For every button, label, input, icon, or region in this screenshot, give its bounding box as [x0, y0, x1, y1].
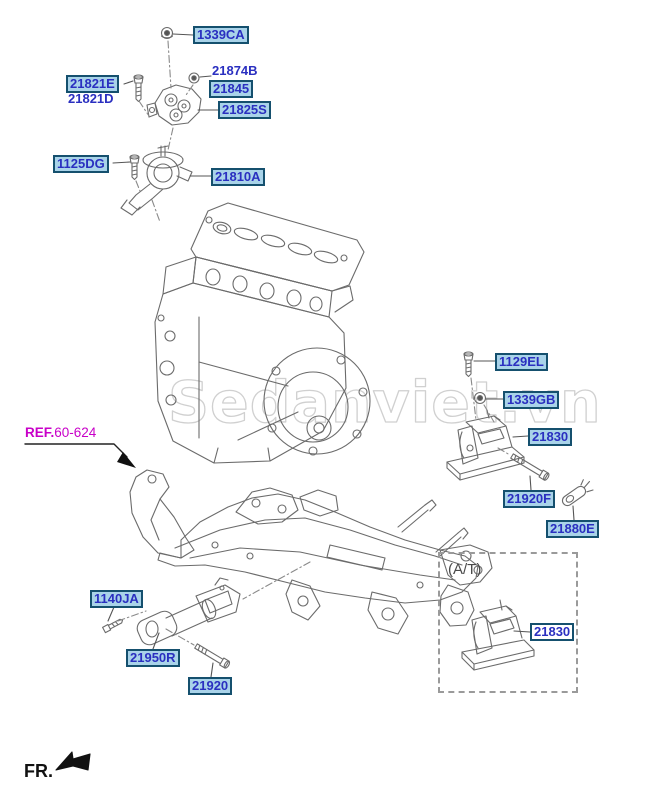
fr-indicator-label: FR. [24, 761, 53, 781]
part-label-21950R[interactable]: 21950R [126, 649, 180, 667]
bolt-illustration-21821E [133, 74, 144, 103]
part-label-1339GB[interactable]: 1339GB [503, 391, 560, 409]
part-label-21810A[interactable]: 21810A [211, 168, 265, 186]
part-label-21920F[interactable]: 21920F [503, 490, 556, 508]
part-label-21880E[interactable]: 21880E [546, 520, 599, 538]
bolt-illustration-21920F [510, 453, 550, 481]
leader-lines [107, 33, 575, 678]
transmission-mount-illustration-21830 [446, 409, 525, 481]
bracket-illustration-21825S [146, 84, 202, 126]
part-label-1129EL[interactable]: 1129EL [495, 353, 548, 371]
nut-illustration-1339CA [160, 26, 174, 40]
engine-illustration [154, 202, 371, 464]
part-label-21830-at[interactable]: 21830 [530, 623, 575, 641]
part-label-21920[interactable]: 21920 [188, 677, 233, 695]
part-label-21825S[interactable]: 21825S [218, 101, 271, 119]
ref-prefix: REF. [25, 425, 55, 440]
centerlines [117, 40, 511, 646]
part-label-1125DG[interactable]: 1125DG [53, 155, 109, 173]
part-label-21874B[interactable]: 21874B [212, 63, 258, 78]
nut-illustration-1339GB [473, 391, 487, 405]
at-section-label: (A/T) [448, 561, 482, 578]
ref-arrow-icon [24, 443, 136, 468]
subframe-illustration [129, 469, 493, 635]
fr-arrow-icon [55, 751, 91, 771]
ref-link-60-624[interactable]: REF.60-624 [25, 425, 96, 440]
bolt-illustration-1129EL [463, 351, 474, 378]
part-label-21830[interactable]: 21830 [528, 428, 573, 446]
part-label-21821D[interactable]: 21821D [68, 91, 114, 106]
bolt-illustration-1125DG [129, 154, 140, 181]
engine-mount-illustration-21810A [120, 145, 193, 216]
at-mount-illustration-21830 [461, 599, 535, 671]
bolt-illustration-21920 [194, 643, 231, 669]
part-label-1339CA[interactable]: 1339CA [193, 26, 249, 44]
ref-number: 60-624 [54, 425, 97, 440]
part-label-21845[interactable]: 21845 [209, 80, 254, 98]
nut-illustration-21874B [188, 72, 200, 84]
damper-illustration-21880E [561, 479, 594, 507]
part-label-1140JA[interactable]: 1140JA [90, 590, 143, 608]
bolt-illustration-1140JA [102, 618, 124, 634]
roll-rod-illustration-21950R [136, 577, 241, 646]
part-label-21821E[interactable]: 21821E [66, 75, 119, 93]
at-section-box [438, 552, 578, 693]
